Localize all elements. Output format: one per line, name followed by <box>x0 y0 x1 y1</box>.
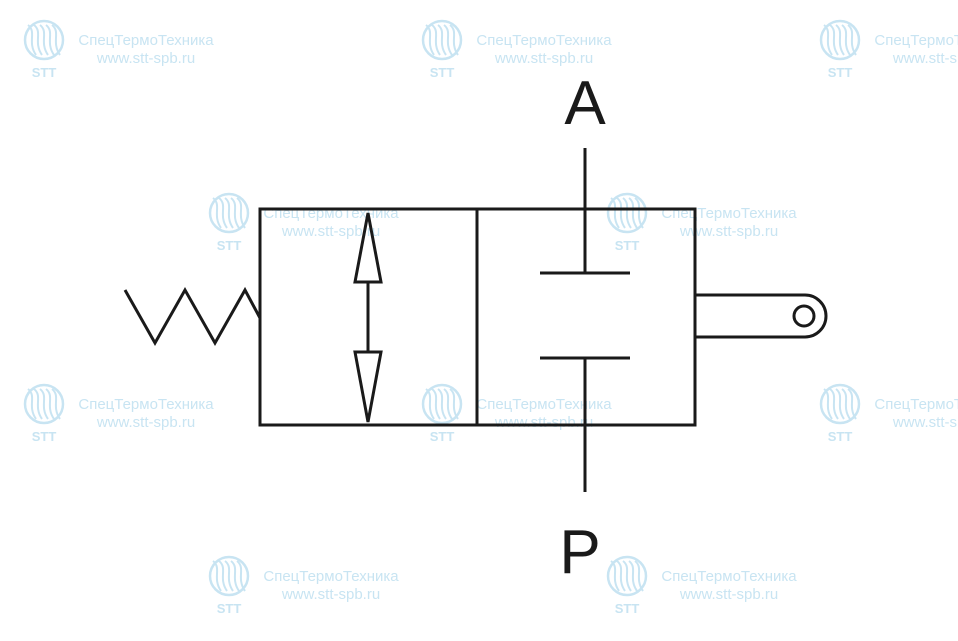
watermark-company: СпецТермоТехника <box>874 32 958 49</box>
watermark-logo-text: STT <box>828 65 853 80</box>
flow-arrow-down-head <box>353 350 383 423</box>
watermark-logo-text: STT <box>828 429 853 444</box>
watermark-logo-text: STT <box>32 429 57 444</box>
watermark-url: www.stt-spb.ru <box>281 223 380 240</box>
watermark-logo-text: STT <box>430 429 455 444</box>
wave-circle-icon <box>819 383 861 425</box>
watermark-url: www.stt-spb.ru <box>96 414 195 431</box>
roller-icon <box>792 304 816 328</box>
valve-symbol <box>123 148 828 492</box>
watermark-url: www.stt-spb.ru <box>281 586 380 603</box>
flow-arrow-up-head <box>353 212 383 284</box>
watermark-company: СпецТермоТехника <box>874 396 958 413</box>
watermark-url: www.stt-spb.ru <box>494 50 593 67</box>
wave-circle-icon <box>819 19 861 61</box>
wave-circle-icon <box>23 383 65 425</box>
watermark-logo-text: STT <box>430 65 455 80</box>
port-label-a: A <box>564 69 606 138</box>
watermark-url: www.stt-spb.ru <box>892 50 958 67</box>
watermark-url: www.stt-spb.ru <box>96 50 195 67</box>
wave-circle-icon <box>208 555 250 597</box>
watermark-logo-text: STT <box>32 65 57 80</box>
watermark-company: СпецТермоТехника <box>78 32 214 49</box>
watermark-company: СпецТермоТехника <box>476 32 612 49</box>
watermark-company: СпецТермоТехника <box>476 396 612 413</box>
wave-circle-icon <box>421 19 463 61</box>
watermark-url: www.stt-spb.ru <box>679 223 778 240</box>
spring-symbol <box>123 286 262 347</box>
wave-circle-icon <box>606 555 648 597</box>
wave-circle-icon <box>421 383 463 425</box>
wave-circle-icon <box>23 19 65 61</box>
watermark-url: www.stt-spb.ru <box>494 414 593 431</box>
watermark-logo-text: STT <box>615 601 640 616</box>
wave-circle-icon <box>606 192 648 234</box>
watermark-logo-text: STT <box>615 238 640 253</box>
watermark-url: www.stt-spb.ru <box>892 414 958 431</box>
roller-actuator <box>695 293 828 339</box>
port-label-p: P <box>559 518 600 587</box>
watermark-company: СпецТермоТехника <box>78 396 214 413</box>
watermark-layer: STTСпецТермоТехникаwww.stt-spb.ruSTTСпец… <box>23 19 958 616</box>
watermark-company: СпецТермоТехника <box>661 568 797 585</box>
watermark-url: www.stt-spb.ru <box>679 586 778 603</box>
watermark-logo-text: STT <box>217 601 242 616</box>
watermark-company: СпецТермоТехника <box>263 568 399 585</box>
wave-circle-icon <box>208 192 250 234</box>
watermark-logo-text: STT <box>217 238 242 253</box>
